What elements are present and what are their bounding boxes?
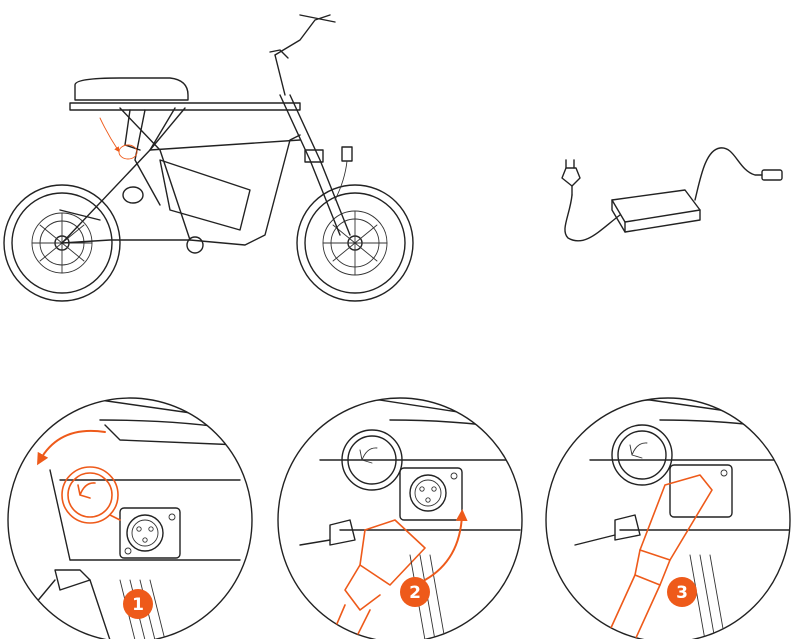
- step-3-number: 3: [676, 583, 688, 603]
- charger-illustration: [562, 148, 782, 241]
- step-2-number: 2: [409, 583, 421, 603]
- step-1-badge: 1: [123, 589, 153, 619]
- charging-port-icon: [120, 508, 180, 558]
- wall-plug: [562, 160, 580, 195]
- charging-port-icon: [400, 468, 462, 520]
- step-1-panel: 1: [8, 398, 252, 639]
- front-wheel: [297, 185, 413, 301]
- bike-frame: [60, 15, 352, 253]
- step-3-panel: 3: [546, 398, 790, 639]
- charging-port-cover-icon: [62, 467, 120, 523]
- step-3-badge: 3: [667, 577, 697, 607]
- step-2-panel: 2: [278, 398, 522, 639]
- charger-plug-icon: [610, 475, 712, 639]
- power-brick: [612, 190, 700, 232]
- step-2-badge: 2: [400, 577, 430, 607]
- step-1-number: 1: [132, 595, 144, 615]
- e-bike-illustration: [4, 15, 413, 301]
- open-port-cover-icon: [612, 425, 672, 485]
